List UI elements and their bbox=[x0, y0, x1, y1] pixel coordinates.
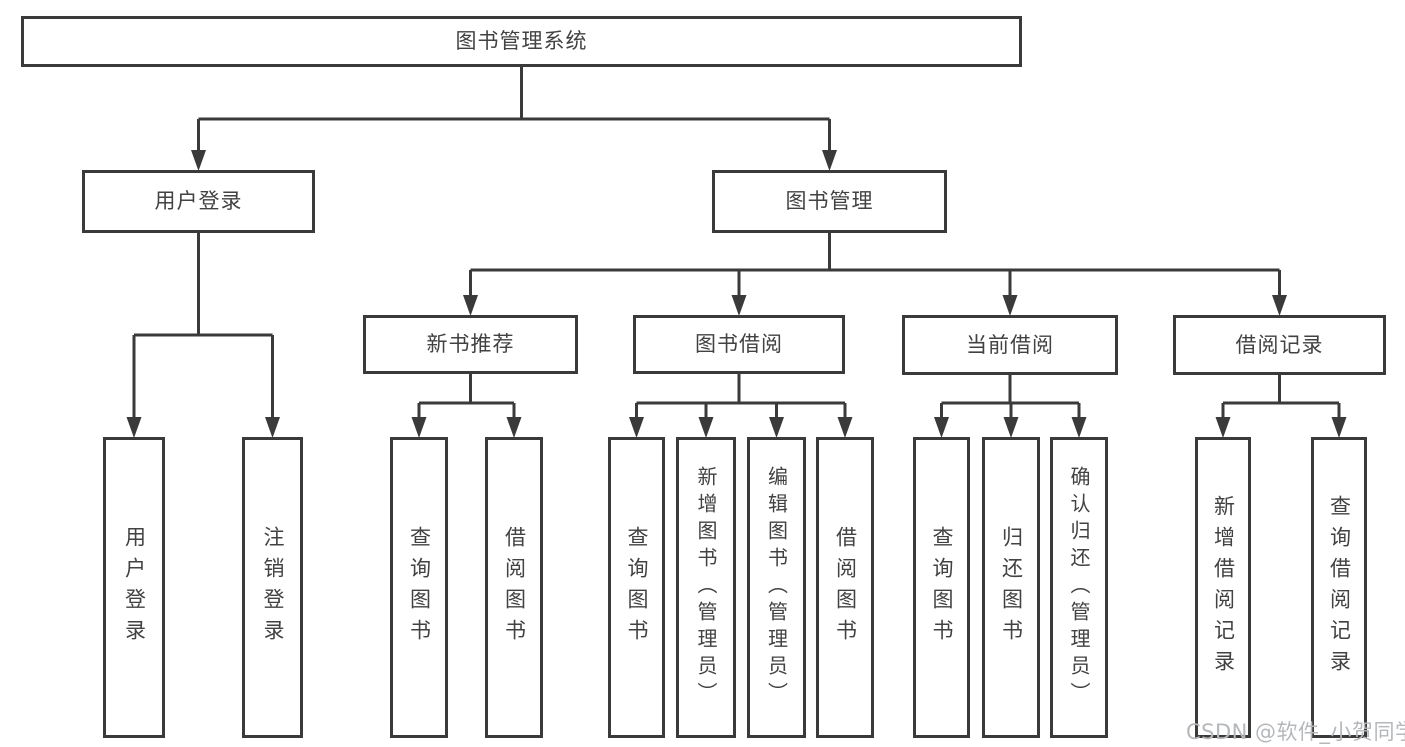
leaf-borrow-books: 借阅图书 bbox=[816, 437, 874, 738]
node-label: 查询图书 bbox=[930, 525, 954, 650]
node-library-management-system: 图书管理系统 bbox=[21, 16, 1022, 67]
leaf-edit-books-admin: 编辑图书（管理员） bbox=[747, 437, 806, 738]
node-label: 查询图书 bbox=[407, 525, 432, 650]
node-label: 确认归还（管理员） bbox=[1067, 466, 1091, 709]
leaf-borrow-books-recommend: 借阅图书 bbox=[485, 437, 543, 738]
node-label: 用户登录 bbox=[122, 525, 147, 650]
leaf-add-books-admin: 新增图书（管理员） bbox=[676, 437, 736, 738]
leaf-confirm-return-admin: 确认归还（管理员） bbox=[1050, 437, 1108, 738]
node-label: 借阅图书 bbox=[502, 525, 527, 650]
node-borrow-records: 借阅记录 bbox=[1173, 315, 1386, 375]
node-label: 注销登录 bbox=[261, 525, 285, 650]
arrowheads bbox=[126, 150, 1347, 438]
csdn-watermark: CSDN @软件_小贺同学 bbox=[1186, 720, 1405, 744]
leaf-add-borrow-record: 新增借阅记录 bbox=[1195, 437, 1251, 738]
node-label: 用户登录 bbox=[154, 189, 243, 213]
node-label: 查询图书 bbox=[625, 525, 649, 650]
leaf-user-login: 用户登录 bbox=[103, 437, 165, 738]
node-label: 图书管理 bbox=[785, 189, 874, 213]
node-label: 借阅图书 bbox=[833, 525, 858, 650]
node-label: 借阅记录 bbox=[1235, 332, 1324, 357]
node-label: 查询借阅记录 bbox=[1327, 494, 1352, 681]
leaf-query-books-current: 查询图书 bbox=[913, 437, 970, 738]
leaf-query-borrow-record: 查询借阅记录 bbox=[1311, 437, 1367, 738]
leaf-query-books-recommend: 查询图书 bbox=[390, 437, 448, 738]
node-label: 图书借阅 bbox=[695, 332, 783, 356]
node-label: 新增借阅记录 bbox=[1211, 494, 1236, 681]
node-current-borrow: 当前借阅 bbox=[902, 315, 1118, 375]
node-label: 新书推荐 bbox=[426, 332, 515, 356]
node-label: 图书管理系统 bbox=[455, 29, 588, 53]
node-book-borrow: 图书借阅 bbox=[633, 315, 845, 374]
leaf-query-books-borrow: 查询图书 bbox=[608, 437, 665, 738]
node-label: 归还图书 bbox=[999, 525, 1024, 650]
node-new-book-recommend: 新书推荐 bbox=[363, 315, 578, 374]
leaf-logout-login: 注销登录 bbox=[242, 437, 303, 738]
node-book-management: 图书管理 bbox=[712, 170, 947, 233]
node-label: 编辑图书（管理员） bbox=[764, 466, 789, 709]
node-label: 当前借阅 bbox=[966, 332, 1054, 357]
node-label: 新增图书（管理员） bbox=[694, 466, 718, 709]
connector-strokes bbox=[132, 65, 1341, 419]
leaf-return-books: 归还图书 bbox=[982, 437, 1040, 738]
node-user-login: 用户登录 bbox=[82, 170, 315, 233]
